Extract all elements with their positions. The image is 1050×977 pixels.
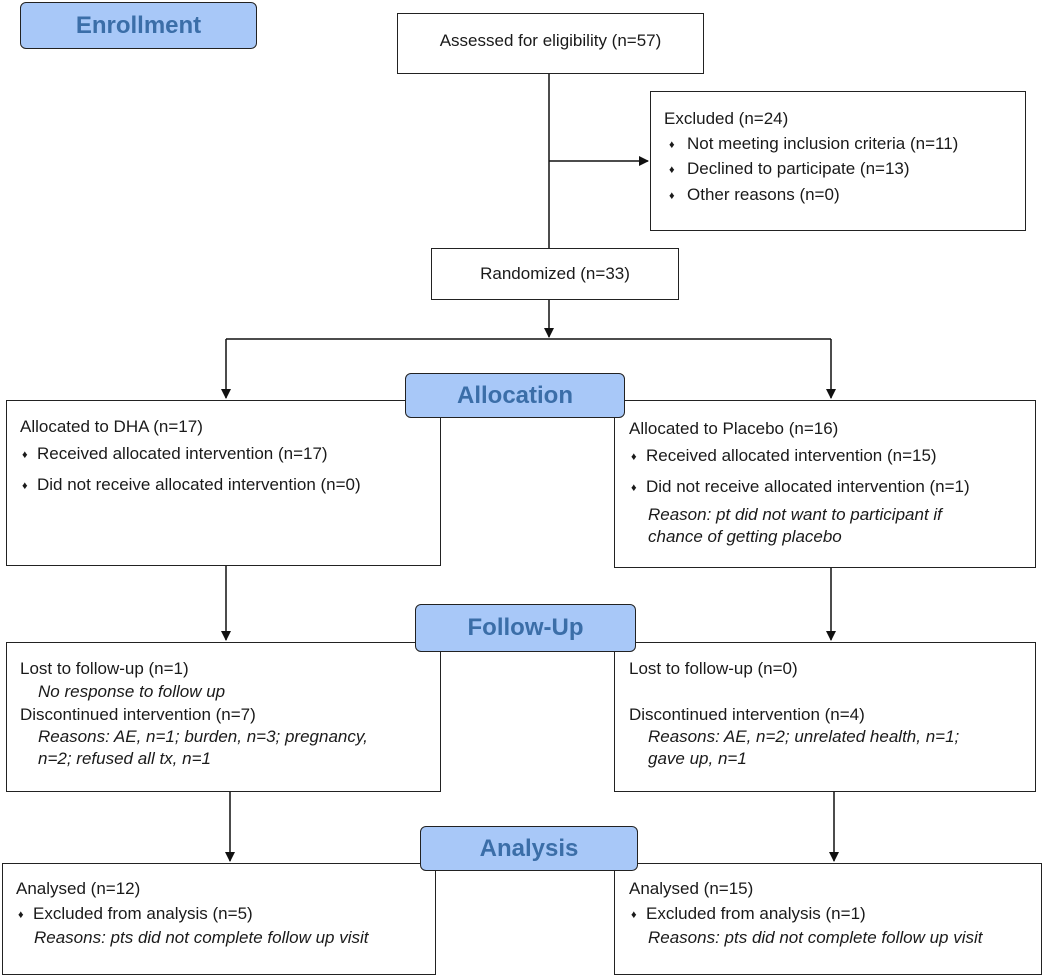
bullet-icon: ♦	[631, 482, 637, 494]
dha-discontinued: Discontinued intervention (n=7)	[20, 705, 256, 724]
placebo-excluded-reason: Reasons: pts did not complete follow up …	[648, 928, 983, 947]
bullet-icon: ♦	[669, 164, 675, 176]
placebo-excluded-analysis: Excluded from analysis (n=1)	[646, 904, 866, 923]
analysis-placebo-box	[614, 863, 1042, 975]
placebo-reason-line-2: chance of getting placebo	[648, 527, 842, 546]
stage-enrollment: Enrollment	[20, 2, 257, 49]
excluded-item: Other reasons (n=0)	[687, 185, 840, 204]
placebo-not-received: Did not receive allocated intervention (…	[646, 477, 970, 496]
randomized-box	[431, 248, 679, 300]
placebo-disc-reason-2: gave up, n=1	[648, 749, 747, 768]
allocation-placebo-box	[614, 400, 1036, 568]
dha-analysed: Analysed (n=12)	[16, 879, 141, 898]
bullet-icon: ♦	[631, 909, 637, 921]
allocation-dha-box	[6, 400, 441, 566]
followup-placebo-box	[614, 642, 1036, 792]
placebo-received: Received allocated intervention (n=15)	[646, 446, 937, 465]
placebo-lost: Lost to follow-up (n=0)	[629, 659, 798, 678]
stage-analysis: Analysis	[420, 826, 638, 871]
dha-lost: Lost to follow-up (n=1)	[20, 659, 189, 678]
randomized-label: Randomized (n=33)	[480, 264, 630, 283]
placebo-discontinued: Discontinued intervention (n=4)	[629, 705, 865, 724]
bullet-icon: ♦	[22, 449, 28, 461]
dha-not-received: Did not receive allocated intervention (…	[37, 475, 361, 494]
bullet-icon: ♦	[631, 451, 637, 463]
excluded-item: Not meeting inclusion criteria (n=11)	[687, 134, 959, 153]
placebo-reason-line-1: Reason: pt did not want to participant i…	[648, 505, 942, 524]
bullet-icon: ♦	[669, 139, 675, 151]
assessed-box	[397, 13, 704, 74]
excluded-title: Excluded (n=24)	[664, 109, 789, 128]
dha-received: Received allocated intervention (n=17)	[37, 444, 328, 463]
excluded-item: Declined to participate (n=13)	[687, 159, 910, 178]
analysis-dha-box	[2, 863, 436, 975]
stage-allocation: Allocation	[405, 373, 625, 418]
dha-excluded-analysis: Excluded from analysis (n=5)	[33, 904, 253, 923]
placebo-disc-reason-1: Reasons: AE, n=2; unrelated health, n=1;	[648, 727, 960, 746]
excluded-box	[650, 91, 1026, 231]
bullet-icon: ♦	[22, 480, 28, 492]
followup-dha-box	[6, 642, 441, 792]
dha-disc-reason-1: Reasons: AE, n=1; burden, n=3; pregnancy…	[38, 727, 368, 746]
stage-followup: Follow-Up	[415, 604, 636, 652]
bullet-icon: ♦	[18, 909, 24, 921]
bullet-icon: ♦	[669, 190, 675, 202]
dha-disc-reason-2: n=2; refused all tx, n=1	[38, 749, 211, 768]
placebo-analysed: Analysed (n=15)	[629, 879, 754, 898]
allocated-placebo: Allocated to Placebo (n=16)	[629, 419, 839, 438]
dha-excluded-reason: Reasons: pts did not complete follow up …	[34, 928, 369, 947]
assessed-label: Assessed for eligibility (n=57)	[439, 31, 662, 50]
allocated-dha: Allocated to DHA (n=17)	[20, 417, 203, 436]
dha-lost-reason: No response to follow up	[38, 682, 226, 701]
